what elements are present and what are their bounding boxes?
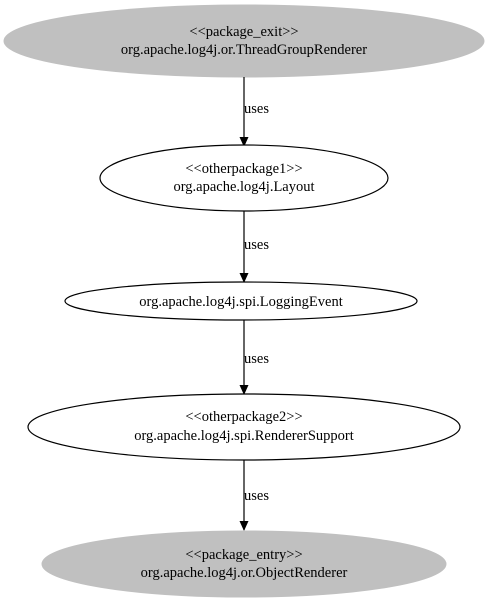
edge-uses-3: uses [239, 320, 269, 395]
node-logging-event[interactable]: org.apache.log4j.spi.LoggingEvent [64, 281, 418, 321]
node-stereotype: <<package_entry>> [185, 547, 302, 563]
edge-label: uses [244, 351, 269, 367]
node-shape [64, 281, 418, 321]
edge-uses-1: uses [239, 77, 269, 147]
node-shape [27, 393, 461, 461]
node-shape [3, 4, 485, 78]
node-shape [41, 530, 447, 598]
edge-uses-4: uses [239, 460, 269, 531]
edge-label: uses [244, 101, 269, 117]
node-object-renderer[interactable]: <<package_entry>> org.apache.log4j.or.Ob… [41, 530, 447, 598]
edge-label: uses [244, 488, 269, 504]
node-thread-group-renderer[interactable]: <<package_exit>> org.apache.log4j.or.Thr… [3, 4, 485, 78]
node-layout[interactable]: <<otherpackage1>> org.apache.log4j.Layou… [99, 144, 389, 212]
node-name: org.apache.log4j.spi.LoggingEvent [139, 294, 343, 310]
node-shape [99, 144, 389, 212]
node-stereotype: <<otherpackage1>> [185, 161, 302, 177]
node-name: org.apache.log4j.Layout [173, 179, 314, 195]
node-name: org.apache.log4j.or.ThreadGroupRenderer [121, 42, 367, 58]
node-renderer-support[interactable]: <<otherpackage2>> org.apache.log4j.spi.R… [27, 393, 461, 461]
node-name: org.apache.log4j.or.ObjectRenderer [141, 565, 348, 581]
node-stereotype: <<otherpackage2>> [185, 409, 302, 425]
edge-label: uses [244, 237, 269, 253]
edge-uses-2: uses [239, 211, 269, 283]
node-name: org.apache.log4j.spi.RendererSupport [134, 428, 354, 444]
node-stereotype: <<package_exit>> [189, 24, 298, 40]
